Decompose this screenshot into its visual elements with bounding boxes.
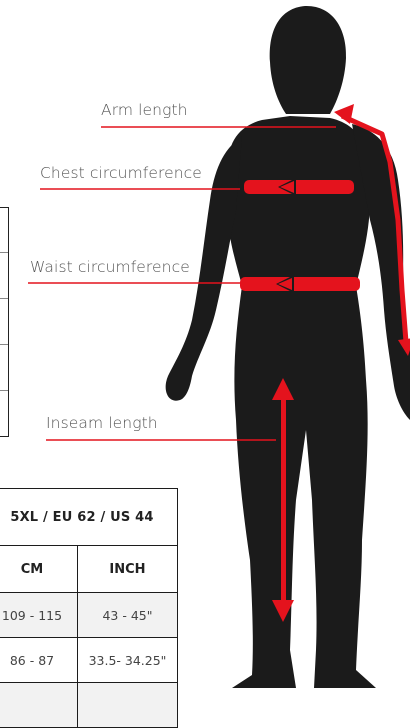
waist-circumference-label: Waist circumference	[30, 258, 190, 276]
size-table: 5XL / EU 62 / US 44 CM INCH 109 - 115 43…	[0, 488, 178, 728]
cell-cm: 86 - 87	[0, 638, 78, 683]
table-row: 86 - 87 33.5- 34.25"	[0, 638, 178, 683]
chest-circumference-label: Chest circumference	[40, 164, 202, 182]
inseam-shaft	[281, 392, 286, 606]
cell-cm	[0, 683, 78, 728]
arm-length-label: Arm length	[101, 101, 188, 119]
table-row: 109 - 115 43 - 45"	[0, 593, 178, 638]
size-guide: Arm length Chest circumference Waist cir…	[0, 0, 410, 688]
cell-inch	[78, 683, 178, 728]
chest-band	[244, 180, 354, 194]
table-divider	[0, 252, 8, 253]
cell-inch: 43 - 45"	[78, 593, 178, 638]
size-header: 5XL / EU 62 / US 44	[0, 489, 178, 546]
table-divider	[0, 298, 8, 299]
cell-cm: 109 - 115	[0, 593, 78, 638]
partial-table-edge	[0, 207, 9, 437]
cell-inch: 33.5- 34.25"	[78, 638, 178, 683]
torso-and-legs	[226, 116, 376, 688]
inseam-length-label: Inseam length	[46, 414, 158, 432]
table-row	[0, 683, 178, 728]
head	[270, 6, 346, 114]
table-divider	[0, 344, 8, 345]
waist-band	[240, 277, 360, 291]
column-header-inch: INCH	[78, 546, 178, 593]
column-header-cm: CM	[0, 546, 78, 593]
table-divider	[0, 390, 8, 391]
